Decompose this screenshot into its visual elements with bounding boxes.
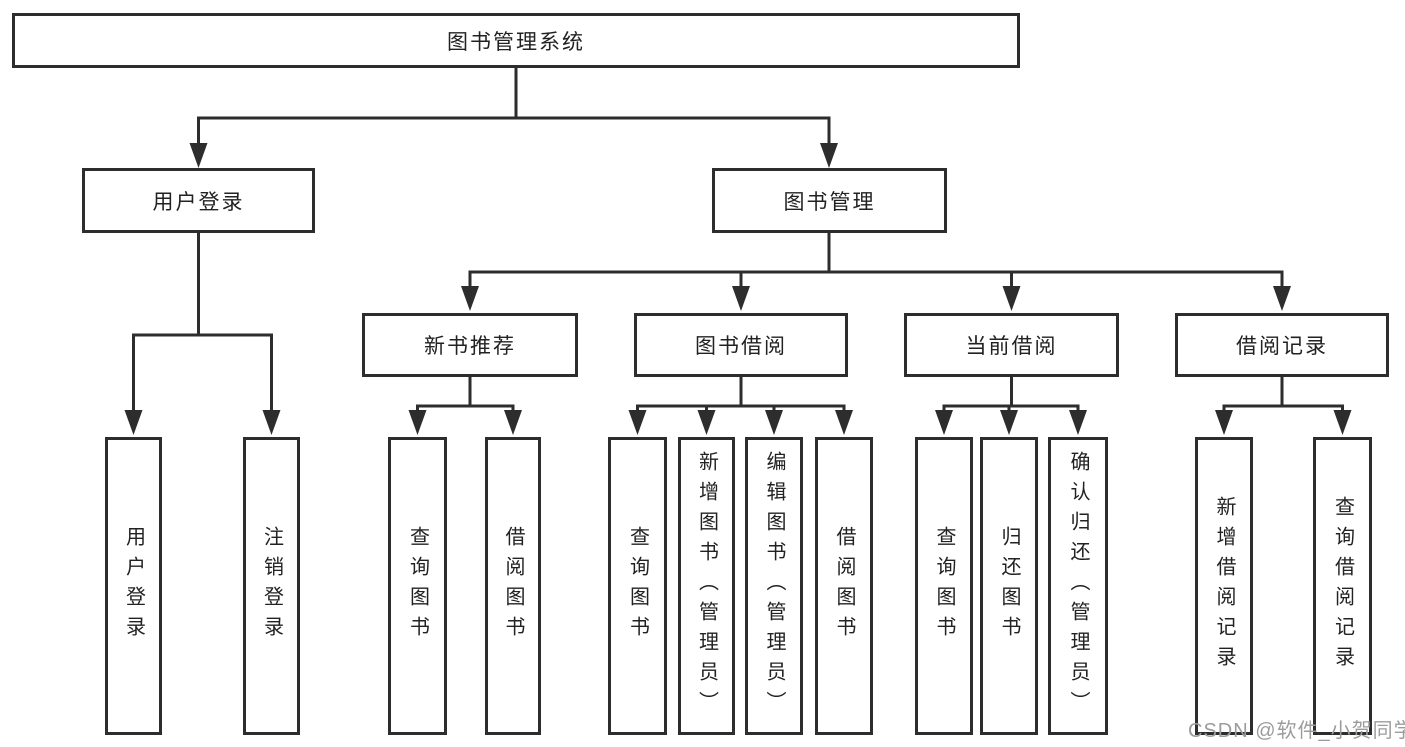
leaf-user-login: 用户登录: [105, 437, 162, 735]
leaf-label: 查询借阅记录: [1331, 496, 1354, 676]
leaf-edit-book-admin: 编辑图书（管理员）: [745, 437, 803, 735]
leaf-query-current-borrow: 查询图书: [915, 437, 973, 735]
leaf-query-book-borrow: 查询图书: [608, 437, 667, 735]
node-label: 借阅记录: [1236, 335, 1328, 358]
leaf-label: 查询图书: [626, 526, 649, 646]
node-book-borrow: 图书借阅: [634, 313, 848, 377]
leaf-label: 借阅图书: [502, 526, 524, 646]
leaf-label: 确认归还（管理员）: [1067, 451, 1089, 721]
leaf-label: 新增图书（管理员）: [695, 451, 718, 721]
leaf-query-book-recommend: 查询图书: [388, 437, 447, 735]
leaf-label: 查询图书: [406, 526, 429, 646]
node-current-borrow: 当前借阅: [904, 313, 1119, 377]
node-user-login: 用户登录: [82, 168, 315, 233]
node-label: 图书借阅: [695, 335, 787, 358]
node-new-book-recommend: 新书推荐: [362, 313, 578, 377]
node-book-management: 图书管理: [712, 168, 947, 233]
node-borrow-record: 借阅记录: [1175, 313, 1389, 377]
leaf-label: 查询图书: [933, 526, 955, 646]
leaf-label: 编辑图书（管理员）: [763, 451, 785, 721]
leaf-label: 用户登录: [122, 526, 145, 646]
leaf-return-book: 归还图书: [980, 437, 1038, 735]
node-label: 用户登录: [152, 190, 245, 214]
leaf-logout: 注销登录: [243, 437, 300, 735]
leaf-borrow-book-recommend: 借阅图书: [485, 437, 541, 735]
node-label: 图书管理系统: [447, 30, 585, 54]
leaf-label: 归还图书: [998, 526, 1020, 646]
node-label: 新书推荐: [424, 335, 516, 358]
node-label: 当前借阅: [965, 335, 1058, 358]
leaf-borrow-book: 借阅图书: [815, 437, 873, 735]
leaf-add-borrow-record: 新增借阅记录: [1195, 437, 1253, 735]
node-library-management-system: 图书管理系统: [12, 13, 1020, 68]
leaf-add-book-admin: 新增图书（管理员）: [678, 437, 735, 735]
leaf-query-borrow-record: 查询借阅记录: [1313, 437, 1372, 735]
node-label: 图书管理: [783, 190, 876, 214]
leaf-label: 借阅图书: [833, 526, 855, 646]
leaf-label: 新增借阅记录: [1213, 496, 1235, 676]
leaf-confirm-return-admin: 确认归还（管理员）: [1048, 437, 1108, 735]
leaf-label: 注销登录: [260, 526, 283, 646]
csdn-watermark: CSDN @软件_小贺同学: [1188, 720, 1405, 742]
